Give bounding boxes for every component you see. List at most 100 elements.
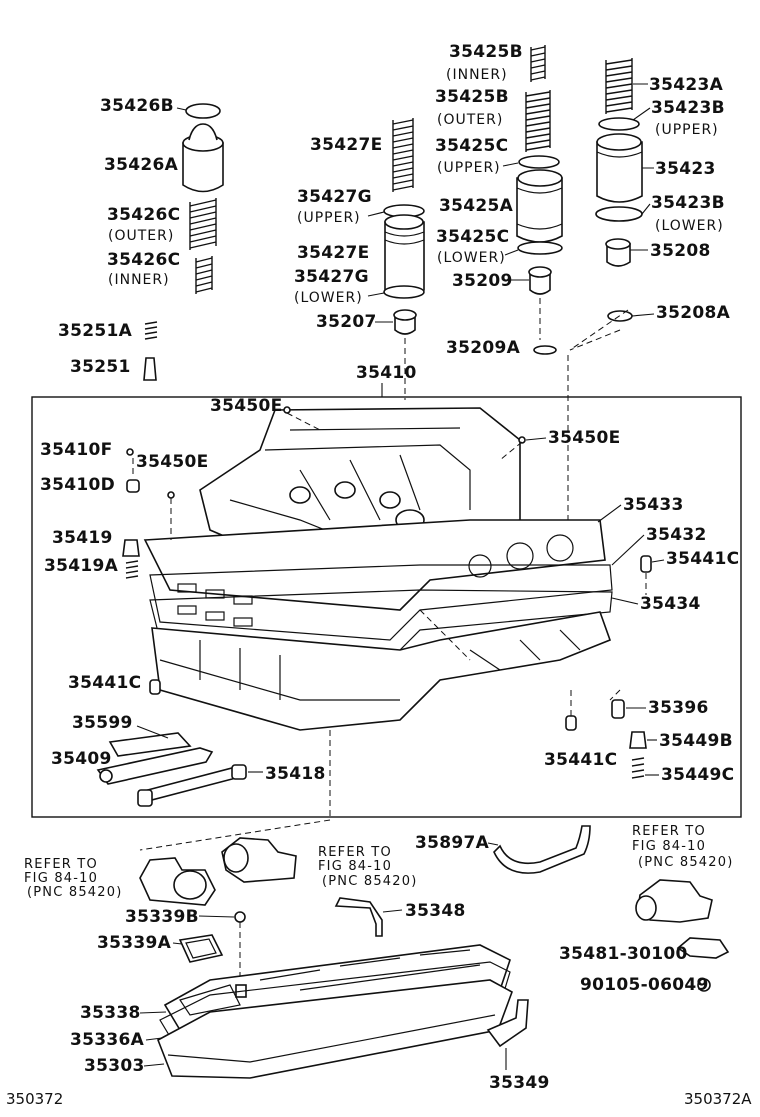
pin-35450E-right-shape (518, 436, 526, 444)
label-35897A[interactable]: 35897A (415, 833, 490, 853)
label-35441C-left[interactable]: 35441C (68, 673, 141, 693)
qualifier-outer-1: (OUTER) (108, 228, 174, 244)
label-35425C-lower[interactable]: 35425C (436, 227, 509, 247)
spring-35449C-shape (631, 757, 645, 779)
refer-note-left: REFER TO FIG 84-10 (PNC 85420) (24, 857, 122, 900)
label-35423A[interactable]: 35423A (649, 75, 724, 95)
label-35208A[interactable]: 35208A (656, 303, 731, 323)
label-35426C-outer[interactable]: 35426C (107, 205, 180, 225)
label-35441C-bottom[interactable]: 35441C (544, 750, 617, 770)
label-35441C-right[interactable]: 35441C (666, 549, 739, 569)
label-35426C-inner[interactable]: 35426C (107, 250, 180, 270)
check-ball-35441C-left-shape (149, 679, 161, 695)
lower-valve-body-shape (151, 611, 612, 731)
bracket-35348-shape (334, 897, 383, 937)
plug-35209-shape (529, 271, 551, 295)
plug-35410D-shape (126, 479, 140, 493)
label-35481-30100[interactable]: 35481-30100 (559, 944, 688, 964)
label-35427G-upper[interactable]: 35427G (297, 187, 372, 207)
valve-35419-shape (122, 539, 140, 557)
solenoid-right-shape (635, 879, 713, 923)
figure-code-left: 350372 (6, 1090, 63, 1108)
solenoid-left-shape (139, 857, 216, 906)
check-ball-35441C-bottom-shape (565, 715, 577, 731)
label-35432[interactable]: 35432 (646, 525, 707, 545)
label-35410F[interactable]: 35410F (40, 440, 113, 460)
ring-35423B-lower-shape (595, 206, 643, 222)
label-35427E-mid[interactable]: 35427E (297, 243, 370, 263)
label-35339A[interactable]: 35339A (97, 933, 172, 953)
label-35434[interactable]: 35434 (640, 594, 701, 614)
solenoid-center-shape (221, 837, 297, 883)
label-35207[interactable]: 35207 (316, 312, 377, 332)
valve-35418-shape (137, 764, 247, 807)
label-35396[interactable]: 35396 (648, 698, 709, 718)
label-35423B-upper[interactable]: 35423B (651, 98, 725, 118)
label-35450E-left[interactable]: 35450E (136, 452, 209, 472)
plug-35410F-shape (126, 448, 134, 456)
label-35209[interactable]: 35209 (452, 271, 513, 291)
label-35425B-outer[interactable]: 35425B (435, 87, 509, 107)
label-35425C-upper[interactable]: 35425C (435, 136, 508, 156)
label-35427E-top[interactable]: 35427E (310, 135, 383, 155)
qualifier-inner-1: (INNER) (108, 272, 170, 288)
label-35450E-top[interactable]: 35450E (210, 396, 283, 416)
plate-35599-shape (108, 732, 192, 757)
pin-35450E-left-shape (167, 491, 175, 499)
ring-35209A-shape (533, 345, 557, 355)
svg-text:REFER TO: REFER TO (318, 845, 392, 860)
label-35433[interactable]: 35433 (623, 495, 684, 515)
label-35410[interactable]: 35410 (356, 363, 417, 383)
label-35425B-inner[interactable]: 35425B (449, 42, 523, 62)
svg-text:(PNC 85420): (PNC 85420) (27, 885, 122, 900)
qualifier-inner-2: (INNER) (446, 67, 508, 83)
ring-35208A-shape (607, 310, 633, 322)
label-35348[interactable]: 35348 (405, 901, 466, 921)
label-35423B-lower[interactable]: 35423B (651, 193, 725, 213)
spring-35427E-top-shape (392, 118, 414, 192)
label-35426A[interactable]: 35426A (104, 155, 179, 175)
qualifier-lower-1: (LOWER) (294, 290, 363, 306)
label-35418[interactable]: 35418 (265, 764, 326, 784)
label-35409[interactable]: 35409 (51, 749, 112, 769)
qualifier-lower-2: (LOWER) (437, 250, 506, 266)
label-90105-06049[interactable]: 90105-06049 (580, 975, 709, 995)
valve-35449B-shape (629, 731, 647, 749)
qualifier-outer-2: (OUTER) (437, 112, 503, 128)
label-35336A[interactable]: 35336A (70, 1030, 145, 1050)
label-35427G-lower[interactable]: 35427G (294, 267, 369, 287)
spring-35419A-shape (125, 560, 139, 579)
label-35349[interactable]: 35349 (489, 1073, 550, 1093)
ring-35423B-upper-shape (598, 117, 640, 131)
ring-35425C-upper-shape (518, 155, 560, 169)
sleeve-35427E-shape (384, 221, 425, 296)
svg-text:REFER TO: REFER TO (632, 824, 706, 839)
label-35209A[interactable]: 35209A (446, 338, 521, 358)
label-35251[interactable]: 35251 (70, 357, 131, 377)
bracket-35349-shape (486, 999, 529, 1048)
label-35208[interactable]: 35208 (650, 241, 711, 261)
part-35251-group (143, 321, 158, 381)
sleeve-35423-shape (596, 141, 643, 203)
part-35423-group (595, 58, 643, 322)
label-35426B[interactable]: 35426B (100, 96, 174, 116)
svg-text:FIG 84-10: FIG 84-10 (632, 839, 706, 854)
label-35449B[interactable]: 35449B (659, 731, 733, 751)
svg-text:(PNC 85420): (PNC 85420) (322, 874, 417, 889)
label-35339B[interactable]: 35339B (125, 907, 199, 927)
label-35338[interactable]: 35338 (80, 1003, 141, 1023)
clamp-35481-shape (676, 937, 730, 959)
svg-text:REFER TO: REFER TO (24, 857, 98, 872)
label-35423[interactable]: 35423 (655, 159, 716, 179)
label-35599[interactable]: 35599 (72, 713, 133, 733)
label-35449C[interactable]: 35449C (661, 765, 734, 785)
label-35425A[interactable]: 35425A (439, 196, 514, 216)
label-35410D[interactable]: 35410D (40, 475, 115, 495)
label-35450E-right[interactable]: 35450E (548, 428, 621, 448)
label-35419[interactable]: 35419 (52, 528, 113, 548)
label-35419A[interactable]: 35419A (44, 556, 119, 576)
label-35303[interactable]: 35303 (84, 1056, 145, 1076)
check-ball-35441C-right-shape (640, 555, 652, 573)
label-35251A[interactable]: 35251A (58, 321, 133, 341)
svg-text:FIG 84-10: FIG 84-10 (318, 859, 392, 874)
